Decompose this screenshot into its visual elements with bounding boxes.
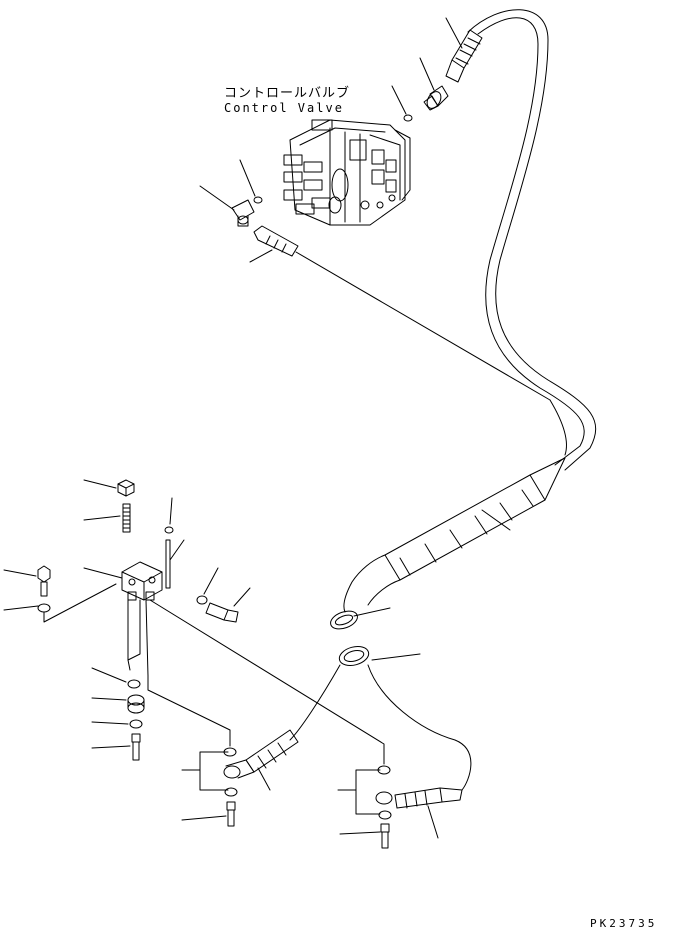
washer-left xyxy=(37,603,51,613)
hose-clamp-lower xyxy=(338,645,370,667)
small-washer xyxy=(164,526,174,534)
vertical-pin xyxy=(165,539,171,589)
washer-right xyxy=(196,595,208,605)
hose-end-bottom-left xyxy=(223,729,299,779)
bolt-left xyxy=(37,565,51,597)
straight-hose xyxy=(295,251,551,401)
drawing-code: PK23735 xyxy=(590,917,658,930)
hose-to-right-fitting xyxy=(367,664,472,791)
hose-end-top xyxy=(445,29,483,83)
o-ring-bl-2 xyxy=(224,787,238,797)
bracket-plate xyxy=(127,599,149,677)
stud-bolt xyxy=(122,503,131,533)
o-ring-br-2 xyxy=(378,810,392,820)
hose-to-left-fitting xyxy=(289,664,341,741)
o-ring-stack-1 xyxy=(127,679,141,689)
spacer xyxy=(127,694,145,714)
hose-clamp-upper xyxy=(330,610,358,630)
elbow-fitting-top xyxy=(423,85,449,111)
o-ring-stack-2 xyxy=(129,719,143,729)
upper-hose xyxy=(467,9,597,471)
leader-lines xyxy=(3,17,511,839)
o-ring-valve-left xyxy=(253,196,263,204)
hose-end-left xyxy=(253,225,299,257)
bolt-bl xyxy=(226,801,236,827)
control-valve-body xyxy=(283,119,411,226)
protective-sleeve xyxy=(343,457,566,613)
bolt-br xyxy=(380,823,390,849)
valve-block-left xyxy=(121,561,163,601)
hose-end-bottom-right xyxy=(375,787,463,809)
elbow-adapter-left xyxy=(231,199,255,227)
bolt-stack xyxy=(131,733,141,761)
bolt-right xyxy=(205,602,239,623)
o-ring-top xyxy=(403,114,413,122)
nut-top xyxy=(117,479,135,497)
control-valve-label-japanese: コントロールバルブ xyxy=(224,86,351,101)
control-valve-label-english: Control Valve xyxy=(224,101,344,115)
